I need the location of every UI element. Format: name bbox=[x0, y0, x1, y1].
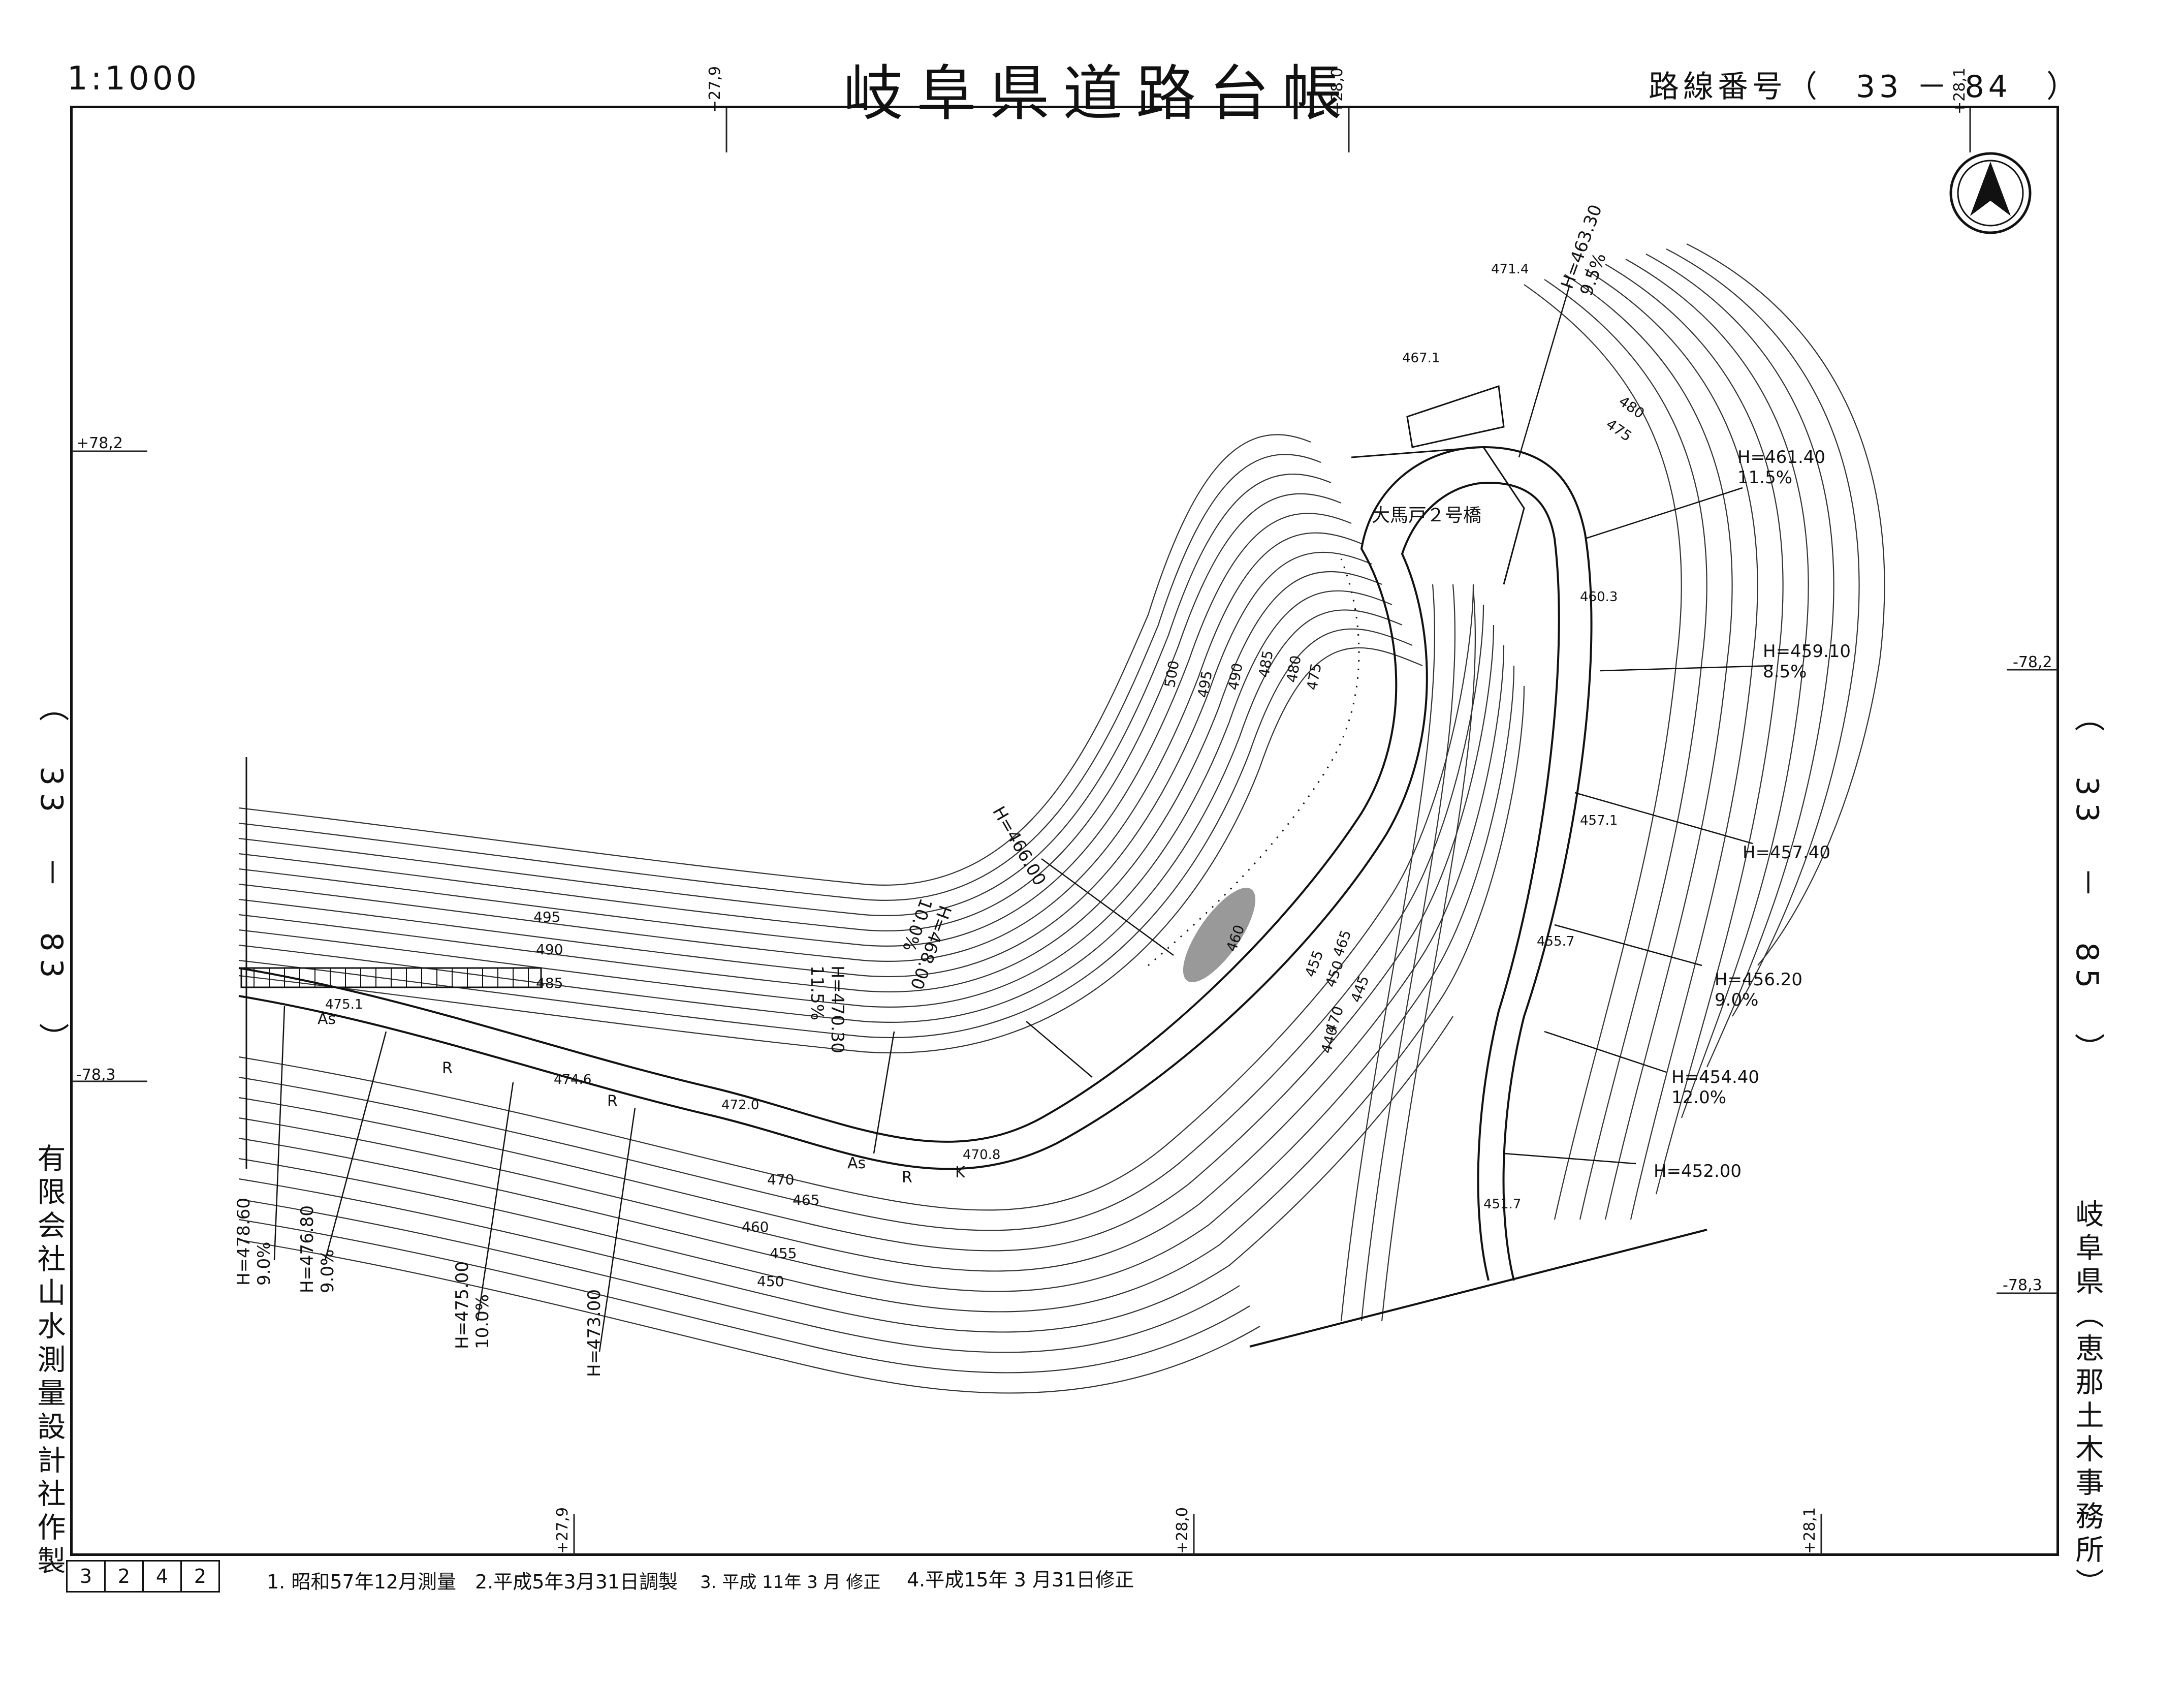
boundary-line bbox=[1249, 1229, 1707, 1348]
road-mark: K bbox=[955, 1164, 965, 1181]
adjacent-sheet-right: （ 33 － 85 ） bbox=[2069, 701, 2105, 1071]
sheet-cell: 3 bbox=[68, 1562, 106, 1591]
spot-height: 455.7 bbox=[1537, 934, 1575, 949]
road-mark: R bbox=[902, 1169, 912, 1187]
sheet-cell: 2 bbox=[194, 1565, 207, 1587]
route-number: 路線番号（ 33 － 84 ） bbox=[1649, 69, 2081, 105]
contour-group-lower bbox=[238, 584, 1525, 1394]
contour-number: 460 bbox=[742, 1219, 769, 1235]
elevation-label: H=459.10 8.5% bbox=[1763, 641, 1851, 682]
elevation-label: H=456.20 9.0% bbox=[1715, 970, 1803, 1010]
elevation-label: H=475.00 10.0% bbox=[452, 1261, 493, 1349]
elevation-label: H=461.40 11.5% bbox=[1737, 447, 1826, 488]
contour-number: 455 bbox=[770, 1245, 797, 1262]
adjacent-sheet-left: （ 33 － 83 ） bbox=[34, 691, 69, 1060]
leader-lines bbox=[273, 284, 1774, 1352]
maker-name: 有限会社山水測量設計社作製 bbox=[33, 1143, 66, 1579]
road-outline bbox=[238, 446, 1593, 1281]
contour-group-upper bbox=[238, 434, 1423, 1053]
elevation-label: H=476.80 9.0% bbox=[297, 1205, 338, 1293]
contour-number: 490 bbox=[536, 941, 563, 958]
revision-note: 1. 昭和57年12月測量 bbox=[267, 1571, 457, 1593]
sheet-cell: 2 bbox=[106, 1562, 144, 1591]
grid-label-right-2: -78,3 bbox=[2003, 1276, 2042, 1294]
grid-label-right-1: -78,2 bbox=[2013, 653, 2052, 671]
road-mark: R bbox=[607, 1093, 618, 1110]
spot-height: 451.7 bbox=[1483, 1197, 1522, 1212]
contour-number: 450 bbox=[757, 1273, 784, 1290]
grid-label-left-1: +78,2 bbox=[76, 434, 123, 452]
road-mark: As bbox=[318, 1010, 336, 1028]
contour-number: 470 bbox=[767, 1171, 795, 1188]
spot-height: 470.8 bbox=[963, 1147, 1001, 1163]
sheet-cell: 4 bbox=[144, 1562, 182, 1591]
page-title: 岐阜県道路台帳 bbox=[843, 58, 1356, 129]
wall-hatch bbox=[254, 968, 529, 987]
revision-note: 4.平成15年 3 月31日修正 bbox=[907, 1569, 1134, 1591]
structure-outline bbox=[1406, 385, 1505, 448]
elevation-label: H=478.60 9.0% bbox=[234, 1197, 274, 1286]
spot-height: 457.1 bbox=[1580, 813, 1618, 828]
road-mark: As bbox=[847, 1154, 866, 1172]
elevation-label: H=454.40 12.0% bbox=[1671, 1067, 1760, 1108]
road-mark: R bbox=[442, 1059, 453, 1077]
contour-number: 495 bbox=[533, 909, 561, 925]
elevation-label: H=452.00 bbox=[1654, 1161, 1742, 1181]
bridge-name: 大馬戸２号橋 bbox=[1372, 505, 1482, 526]
revision-note: 2.平成5年3月31日調製 bbox=[475, 1571, 678, 1593]
spot-height: 471.4 bbox=[1491, 262, 1529, 277]
spot-height: 467.1 bbox=[1402, 351, 1440, 366]
elevation-label: H=473.00 bbox=[584, 1289, 605, 1377]
spot-height: 474.6 bbox=[554, 1072, 592, 1087]
contour-number: 465 bbox=[793, 1192, 820, 1208]
spot-height: 475.1 bbox=[325, 997, 363, 1012]
bridge-outline bbox=[1351, 446, 1525, 585]
sheet-number-cells: 3 2 4 2 bbox=[66, 1560, 220, 1593]
contour-number: 485 bbox=[536, 975, 563, 991]
spot-height: 460.3 bbox=[1580, 589, 1618, 605]
spot-height: 472.0 bbox=[721, 1098, 759, 1113]
contour-group-right bbox=[1340, 243, 1885, 1322]
elevation-label: H=470.30 11.5% bbox=[807, 965, 847, 1054]
rock-fill bbox=[1183, 888, 1256, 982]
office-name: 岐阜県（恵那土木事務所） bbox=[2071, 1199, 2104, 1602]
map-scale: 1:1000 bbox=[67, 60, 200, 98]
map-frame bbox=[70, 106, 2059, 1556]
shoulder-dots bbox=[1148, 558, 1360, 966]
north-arrow-icon bbox=[1949, 152, 2032, 234]
revision-note: 3. 平成 11年 3 月 修正 bbox=[700, 1572, 881, 1593]
elevation-label: H=457.40 bbox=[1743, 842, 1831, 863]
